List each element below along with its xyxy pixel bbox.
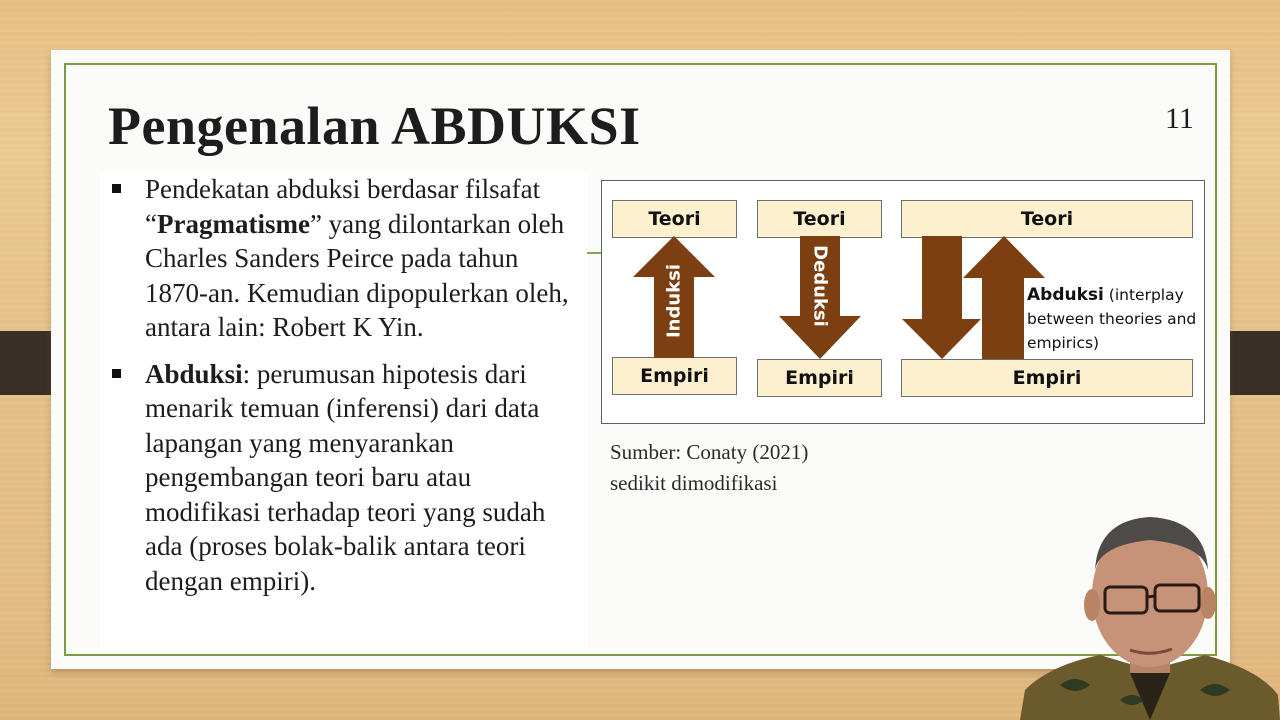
reasoning-diagram: Teori Empiri Induksi Teori Empiri Deduks… (601, 180, 1205, 424)
abduksi-bidirectional-arrows-icon (902, 236, 1045, 359)
panel2-teori-box: Teori (757, 200, 882, 238)
bullet-abduksi-definition: Abduksi: perumusan hipotesis dari menari… (100, 357, 588, 599)
bullet-list: Pendekatan abduksi berdasar filsafat “Pr… (100, 172, 588, 598)
panel3-teori-box: Teori (901, 200, 1193, 238)
connector-line (587, 252, 603, 254)
panel1-teori-box: Teori (612, 200, 737, 238)
panel2-empiri-box: Empiri (757, 359, 882, 397)
deduksi-label: Deduksi (809, 245, 831, 327)
deduksi-down-arrow-icon (779, 236, 861, 359)
induksi-label: Induksi (663, 263, 685, 339)
presenter-portrait-icon (1020, 517, 1280, 720)
bullet-pragmatisme: Pendekatan abduksi berdasar filsafat “Pr… (100, 172, 588, 345)
panel3-empiri-box: Empiri (901, 359, 1193, 397)
bullet-square-icon (112, 184, 121, 193)
bullet-bold-term: Pragmatisme (156, 208, 310, 239)
slide-frame (64, 63, 1217, 656)
page-number: 11 (1165, 102, 1194, 135)
source-line-2: sedikit dimodifikasi (610, 471, 778, 495)
slide: Pengenalan ABDUKSI 11 Pendekatan abduksi… (51, 50, 1230, 669)
induksi-up-arrow-icon (633, 236, 715, 358)
bullet-text: ” yang dilontarkan oleh Charles Sanders … (145, 208, 569, 343)
slide-title: Pengenalan ABDUKSI (108, 96, 641, 156)
panel1-empiri-box: Empiri (612, 357, 737, 395)
bullet-square-icon (112, 368, 121, 378)
bullet-text: : perumusan hipotesis dari menarik temua… (145, 358, 546, 596)
source-citation: Sumber: Conaty (2021) sedikit dimodifika… (610, 437, 808, 499)
bullet-bold-term: Abduksi (145, 358, 243, 389)
abduksi-description: Abduksi (interplay between theories and … (1027, 285, 1197, 352)
presenter-webcam (1020, 495, 1280, 720)
content-text-box: Pendekatan abduksi berdasar filsafat “Pr… (100, 172, 588, 650)
bullet-text: Pendekatan abduksi berdasar filsafat “ (145, 174, 541, 239)
source-line-1: Sumber: Conaty (2021) (610, 440, 809, 464)
